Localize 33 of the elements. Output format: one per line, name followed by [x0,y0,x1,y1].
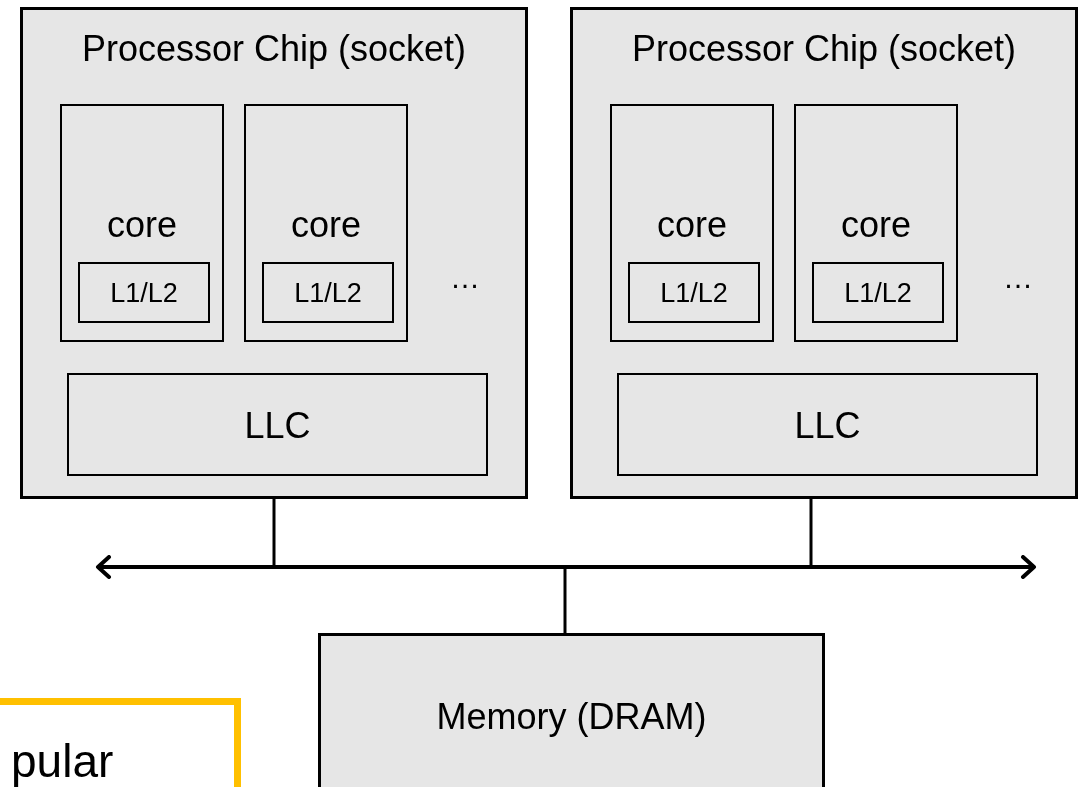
llc-label: LLC [244,405,311,447]
chip-title: Processor Chip (socket) [631,28,1017,70]
memory-label: Memory (DRAM) [436,696,707,738]
cache-box [262,262,394,323]
cache-label: L1/L2 [294,278,362,310]
memory-box [318,633,825,787]
chip-title: Processor Chip (socket) [81,28,467,70]
core-label: core [657,204,727,246]
processor-chip-box [570,7,1078,499]
bus-connector [809,499,813,567]
bus-connector [563,567,567,633]
llc-box [617,373,1038,476]
ellipsis-label: … [450,261,480,295]
core-box [60,104,224,342]
note-text: pular [11,735,114,787]
core-label: core [107,204,177,246]
core-label: core [291,204,361,246]
cache-label: L1/L2 [660,278,728,310]
core-label: core [841,204,911,246]
core-box [244,104,408,342]
cache-label: L1/L2 [110,278,178,310]
processor-chip-box [20,7,528,499]
bus-arrow [95,555,1037,579]
cache-box [812,262,944,323]
llc-label: LLC [794,405,861,447]
core-box [794,104,958,342]
cache-box [628,262,760,323]
core-box [610,104,774,342]
cache-label: L1/L2 [844,278,912,310]
bus-connector [272,499,276,567]
ellipsis-label: … [1003,261,1033,295]
cache-box [78,262,210,323]
llc-box [67,373,488,476]
